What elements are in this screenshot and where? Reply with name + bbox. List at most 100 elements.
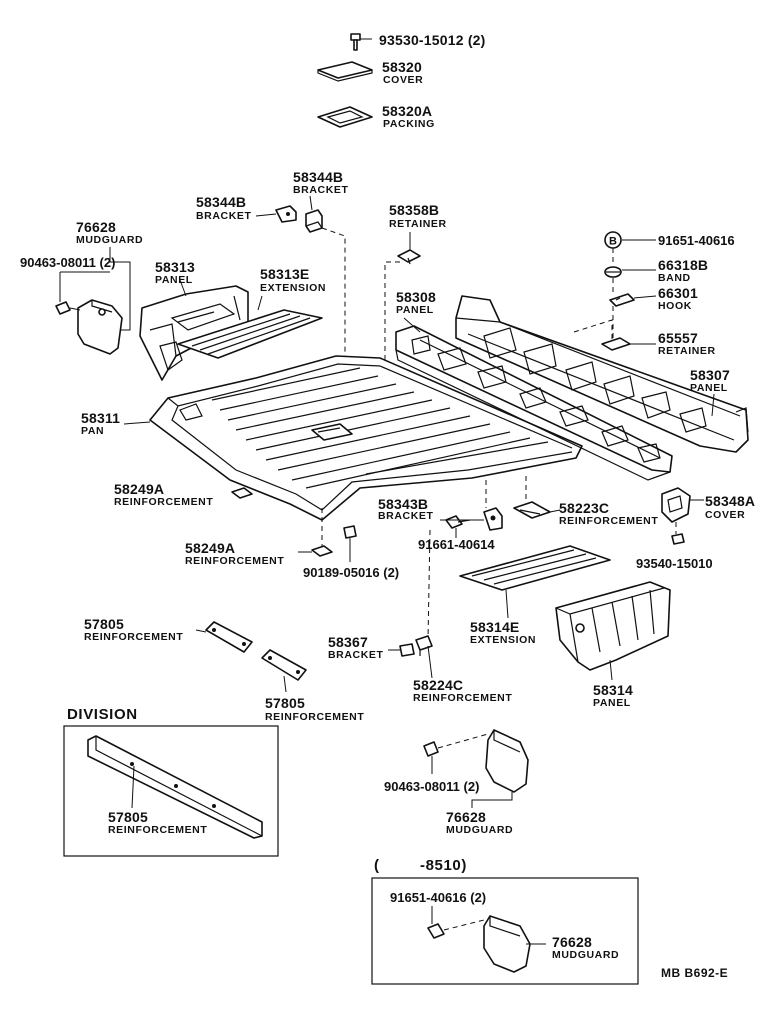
part-number-58358b: 58358B bbox=[389, 202, 440, 218]
part-name-reinforcement-57805-lower: REINFORCEMENT bbox=[265, 711, 365, 723]
part-number-66301: 66301 bbox=[658, 285, 698, 301]
part-name-panel-58307: PANEL bbox=[690, 382, 728, 394]
part-number-58344b-left: 58344B bbox=[196, 194, 247, 210]
part-number-91661-40614: 91661-40614 bbox=[418, 537, 495, 552]
part-number-58348a: 58348A bbox=[705, 493, 756, 509]
part-name-bracket-58367: BRACKET bbox=[328, 649, 384, 661]
part-name-panel-58313: PANEL bbox=[155, 274, 193, 286]
bolt-93530-15012-icon bbox=[350, 33, 372, 51]
part-name-band: BAND bbox=[658, 272, 691, 284]
part-name-bracket-left: BRACKET bbox=[196, 210, 252, 222]
band-66318b-icon bbox=[604, 266, 622, 278]
bolt-90463-08011-left-icon bbox=[55, 301, 81, 315]
part-name-hook: HOOK bbox=[658, 300, 692, 312]
extension-58313e-icon bbox=[177, 309, 323, 359]
part-name-retainer-65557: RETAINER bbox=[658, 345, 716, 357]
part-name-reinforcement-58223c: REINFORCEMENT bbox=[559, 515, 659, 527]
part-number-93530-15012: 93530-15012 (2) bbox=[379, 32, 486, 48]
panel-58307-slots-icon bbox=[483, 327, 707, 433]
packing-58320a-icon bbox=[317, 106, 373, 128]
bolt-90189-05016-icon bbox=[343, 525, 357, 539]
part-name-reinforcement-58224c: REINFORCEMENT bbox=[413, 692, 513, 704]
part-number-58249a-upper: 58249A bbox=[114, 481, 165, 497]
panel-58308-slots-icon bbox=[411, 335, 661, 463]
bracket-58344b-left-icon bbox=[275, 205, 297, 223]
part-name-bracket-right: BRACKET bbox=[293, 184, 349, 196]
reinforcement-58223c-icon bbox=[513, 501, 551, 519]
part-number-58367: 58367 bbox=[328, 634, 368, 650]
pan-58311-icon bbox=[149, 355, 583, 521]
bracket-58344b-right-icon bbox=[305, 209, 323, 233]
part-number-66318b: 66318B bbox=[658, 257, 709, 273]
part-number-76628-left: 76628 bbox=[76, 219, 116, 235]
clip-91651-40616-icon: B bbox=[604, 231, 622, 249]
panel-58308-icon bbox=[395, 325, 673, 481]
part-number-76628-right: 76628 bbox=[446, 809, 486, 825]
part-name-mudguard-left: MUDGUARD bbox=[76, 234, 144, 246]
part-number-58308: 58308 bbox=[396, 289, 436, 305]
part-number-58224c: 58224C bbox=[413, 677, 464, 693]
part-number-58344b-right: 58344B bbox=[293, 169, 344, 185]
part-number-90463-08011-left: 90463-08011 (2) bbox=[20, 255, 116, 270]
cover-58348a-icon bbox=[661, 487, 691, 523]
part-number-57805-lower: 57805 bbox=[265, 695, 305, 711]
part-number-90463-08011-right: 90463-08011 (2) bbox=[384, 779, 480, 794]
mudguard-76628-right-icon bbox=[485, 729, 529, 793]
drawing-code: MB B692-E bbox=[661, 966, 729, 980]
part-number-90189-05016: 90189-05016 (2) bbox=[303, 565, 400, 580]
reinforcement-57805-upper-icon bbox=[205, 621, 253, 653]
retainer-65557-icon bbox=[601, 337, 631, 351]
part-number-58314: 58314 bbox=[593, 682, 633, 698]
bolt-93540-15010-icon bbox=[671, 533, 685, 545]
part-name-extension-58313e: EXTENSION bbox=[260, 282, 327, 294]
part-number-58313e: 58313E bbox=[260, 266, 310, 282]
hook-66301-icon bbox=[609, 293, 635, 307]
part-number-57805-upper: 57805 bbox=[84, 616, 124, 632]
variant-open-paren: ( bbox=[374, 857, 380, 874]
part-number-58320a: 58320A bbox=[382, 103, 433, 119]
division-title: DIVISION bbox=[67, 706, 138, 723]
bolt-90463-08011-right-icon bbox=[423, 741, 439, 757]
part-number-58314e: 58314E bbox=[470, 619, 520, 635]
part-name-cover: COVER bbox=[383, 74, 424, 86]
part-name-packing: PACKING bbox=[383, 118, 435, 130]
panel-58307-icon bbox=[455, 295, 749, 453]
extension-58314e-icon bbox=[459, 545, 611, 591]
part-name-pan: PAN bbox=[81, 425, 105, 437]
mudguard-76628-variant-icon bbox=[483, 915, 531, 973]
part-name-bracket-58343b: BRACKET bbox=[378, 510, 434, 522]
part-number-58311: 58311 bbox=[81, 410, 121, 426]
mudguard-76628-left-icon bbox=[77, 299, 123, 355]
part-name-reinforcement-58249a-lower: REINFORCEMENT bbox=[185, 555, 285, 567]
part-number-58343b: 58343B bbox=[378, 496, 429, 512]
part-number-57805-division: 57805 bbox=[108, 809, 148, 825]
part-number-58313: 58313 bbox=[155, 259, 195, 275]
retainer-58358b-icon bbox=[397, 249, 421, 265]
part-number-58307: 58307 bbox=[690, 367, 730, 383]
part-name-reinforcement-57805-division: REINFORCEMENT bbox=[108, 824, 208, 836]
reinforcement-58224c-icon bbox=[415, 635, 433, 656]
clip-marker-letter: B bbox=[609, 236, 617, 248]
part-number-76628-variant: 76628 bbox=[552, 934, 592, 950]
bracket-58343b-icon bbox=[483, 507, 503, 531]
reinforcement-57805-division-icon bbox=[87, 735, 263, 839]
pan-ribs-icon bbox=[211, 367, 549, 489]
part-number-65557: 65557 bbox=[658, 330, 698, 346]
variant-range: -8510) bbox=[420, 857, 467, 874]
part-number-93540-15010: 93540-15010 bbox=[636, 556, 713, 571]
part-name-panel-58314: PANEL bbox=[593, 697, 631, 709]
reinforcement-58249a-lower-icon bbox=[311, 545, 333, 557]
part-number-91651-40616: 91651-40616 bbox=[658, 233, 735, 248]
bolt-91651-40616-variant-icon bbox=[427, 923, 445, 939]
part-name-extension-58314e: EXTENSION bbox=[470, 634, 537, 646]
reinforcement-58249a-upper-icon bbox=[231, 487, 253, 499]
part-name-mudguard-right: MUDGUARD bbox=[446, 824, 514, 836]
part-name-panel-58308: PANEL bbox=[396, 304, 434, 316]
part-number-58223c: 58223C bbox=[559, 500, 610, 516]
part-name-retainer-58358b: RETAINER bbox=[389, 218, 447, 230]
bracket-58367-icon bbox=[399, 643, 415, 657]
part-number-91651-40616-variant: 91651-40616 (2) bbox=[390, 890, 487, 905]
reinforcement-57805-lower-icon bbox=[261, 649, 307, 681]
part-number-58320: 58320 bbox=[382, 59, 422, 75]
